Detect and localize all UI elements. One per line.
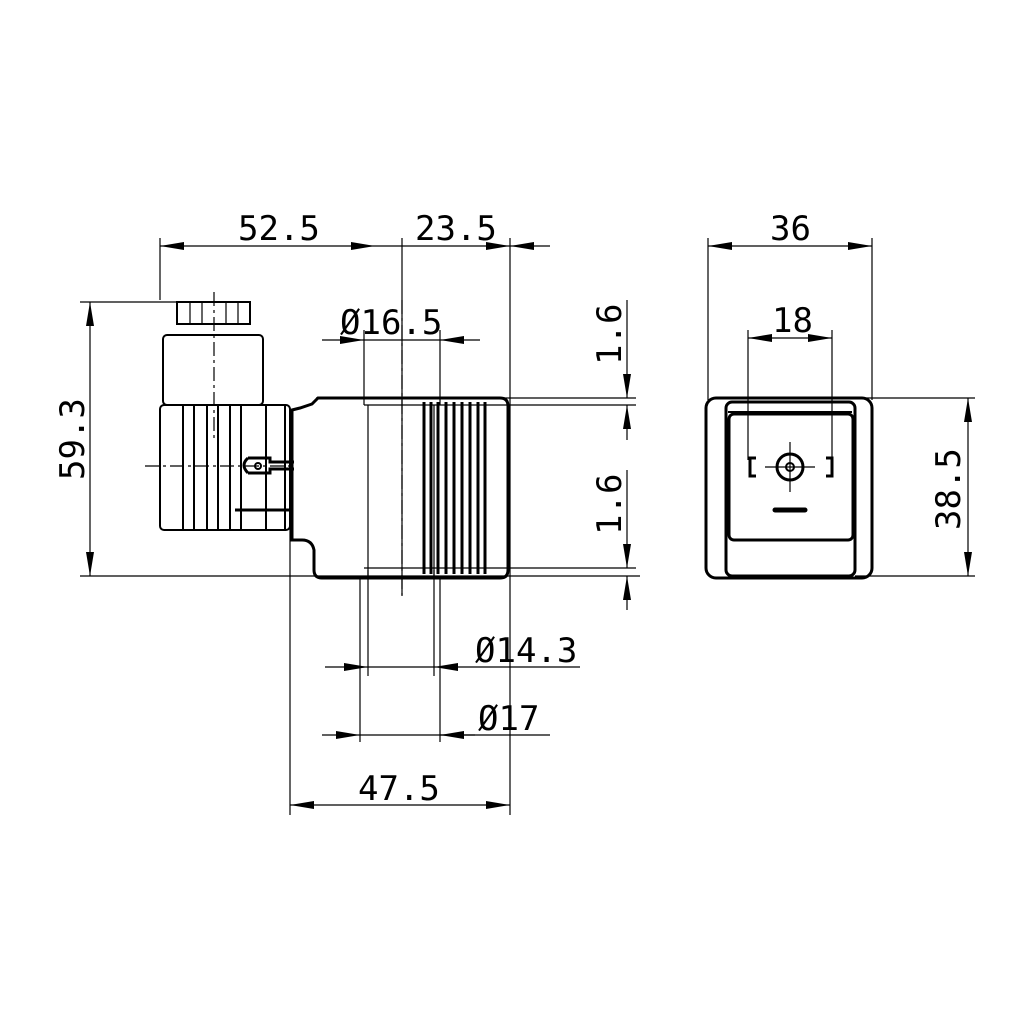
dim-1-6-bottom: 1.6 [590,474,630,535]
side-view: 52.5 23.5 Ø16.5 59.3 1.6 1.6 Ø14.3 Ø17 4… [53,209,640,815]
dim-23-5: 23.5 [415,209,497,249]
dim-dia-17: Ø17 [478,699,539,739]
coil-body [290,300,510,600]
dim-59-3: 59.3 [53,398,93,480]
coil-windings [422,402,487,574]
dim-dia-14-3: Ø14.3 [475,631,577,671]
front-view: 36 18 38.5 [704,209,975,580]
dim-38-5: 38.5 [929,448,969,530]
dim-47-5: 47.5 [358,769,440,809]
dim-18: 18 [772,301,813,341]
dim-36: 36 [770,209,811,249]
dim-dia-16-5: Ø16.5 [340,303,442,343]
connector-housing [145,292,295,531]
dim-1-6-top: 1.6 [590,304,630,365]
dim-52-5: 52.5 [238,209,320,249]
